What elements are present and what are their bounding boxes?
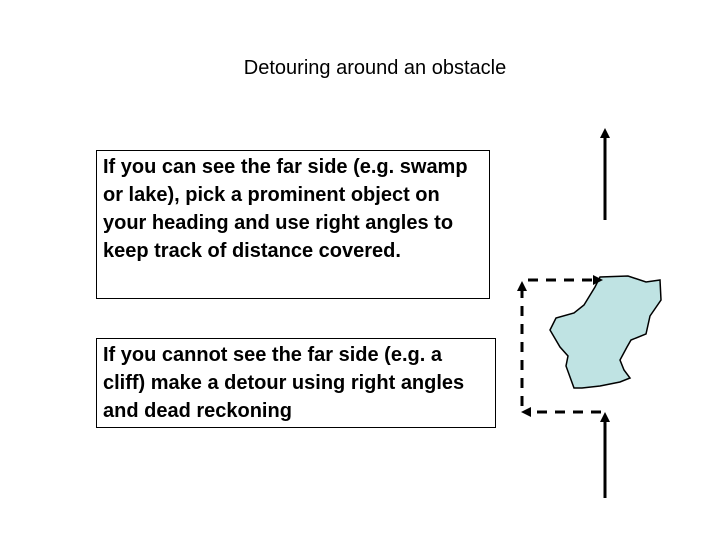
far-side-hidden-box: If you cannot see the far side (e.g. a c… bbox=[96, 338, 496, 428]
far-side-visible-box: If you can see the far side (e.g. swamp … bbox=[96, 150, 490, 299]
slide-title: Detouring around an obstacle bbox=[243, 57, 507, 79]
obstacle-lake-shape bbox=[549, 275, 662, 389]
